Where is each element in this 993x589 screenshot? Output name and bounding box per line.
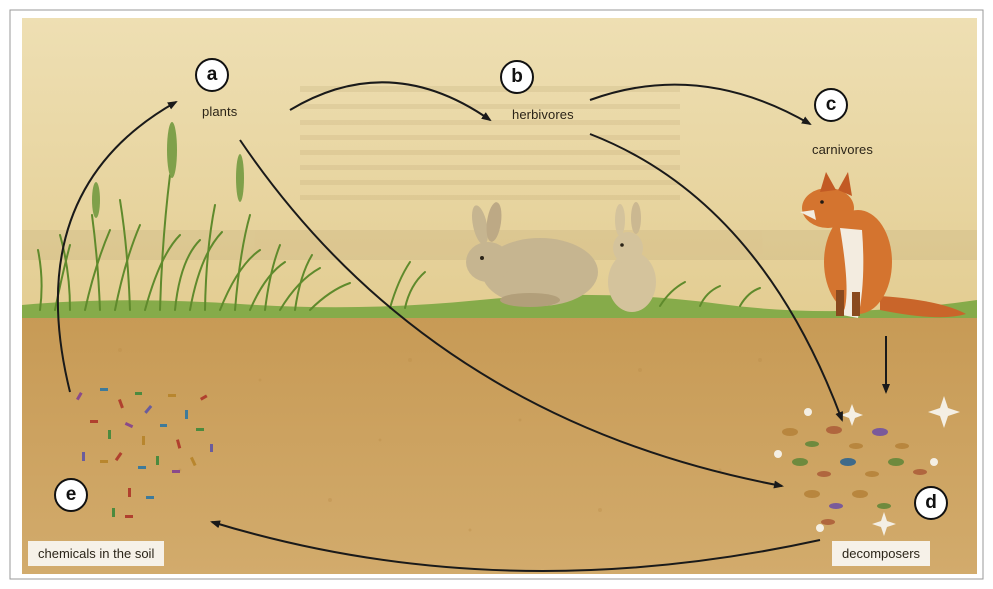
badge-e: e bbox=[54, 478, 88, 512]
label-carnivores: carnivores bbox=[812, 142, 873, 157]
label-herbivores: herbivores bbox=[512, 107, 574, 122]
badge-d: d bbox=[914, 486, 948, 520]
label-plants: plants bbox=[202, 104, 237, 119]
badge-a: a bbox=[195, 58, 229, 92]
soil-background bbox=[22, 312, 977, 574]
label-decomposers: decomposers bbox=[832, 541, 930, 566]
badge-c: c bbox=[814, 88, 848, 122]
label-chemicals-in-soil: chemicals in the soil bbox=[28, 541, 164, 566]
badge-b: b bbox=[500, 60, 534, 94]
